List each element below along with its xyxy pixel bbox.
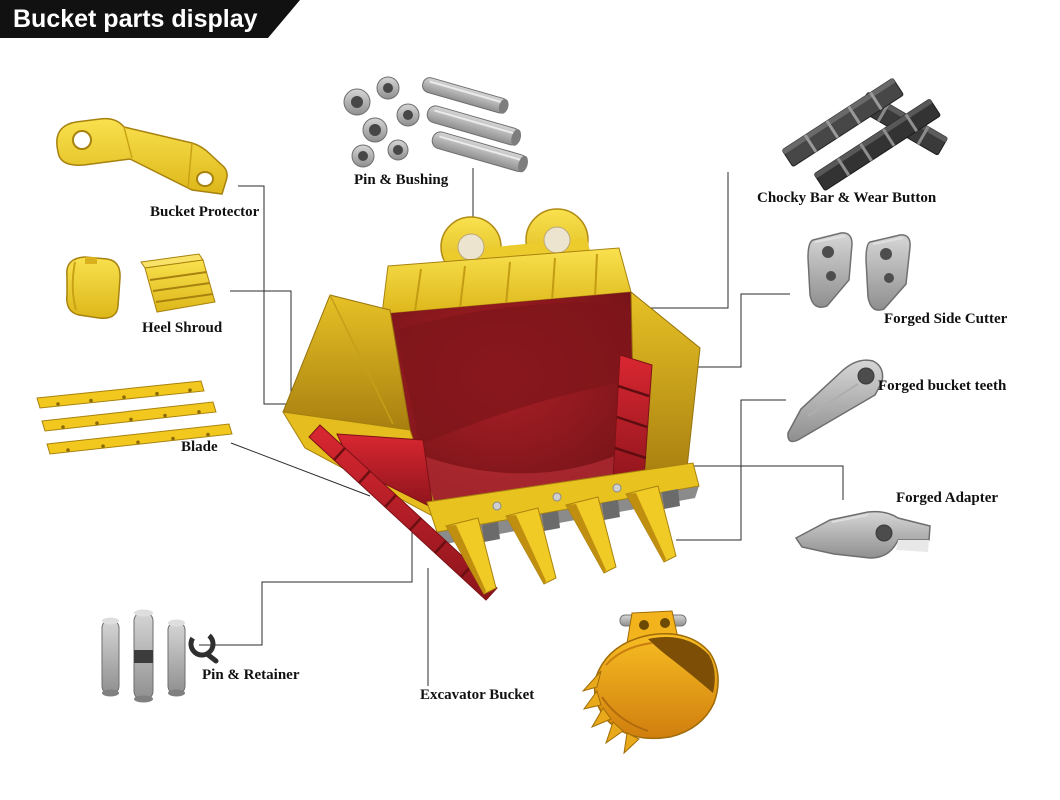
heel-shroud-image <box>66 253 216 319</box>
forged-bucket-teeth-label: Forged bucket teeth <box>878 378 1007 394</box>
mini-bucket-teeth <box>582 670 640 755</box>
connector-bucket-teeth <box>676 399 786 541</box>
pins <box>422 77 528 173</box>
connector-adapter <box>690 465 844 500</box>
mini-excavator-bucket-image <box>582 610 719 755</box>
page-title-banner: Bucket parts display <box>0 0 300 38</box>
forged-bucket-teeth-image <box>787 359 884 443</box>
connector-pin-retainer <box>199 522 413 646</box>
excavator-bucket-label: Excavator Bucket <box>420 687 535 703</box>
pin-retainer-image <box>101 609 219 703</box>
pin-retainer-label: Pin & Retainer <box>202 667 300 683</box>
chocky-bar-label: Chocky Bar & Wear Button <box>757 190 937 206</box>
page-title: Bucket parts display <box>13 5 258 33</box>
blade-label: Blade <box>181 439 218 455</box>
bucket-protector-label: Bucket Protector <box>150 204 260 220</box>
forged-side-cutter-label: Forged Side Cutter <box>884 311 1008 327</box>
excavator-bucket-image <box>282 208 701 601</box>
bushings <box>343 76 420 168</box>
forged-side-cutter-image <box>807 232 911 311</box>
bucket-protector-image <box>56 117 228 195</box>
forged-adapter-label: Forged Adapter <box>896 490 999 506</box>
pin-bushing-label: Pin & Bushing <box>354 172 449 188</box>
connector-blade <box>230 442 371 497</box>
bucket-teeth-row <box>445 485 677 595</box>
connector-chocky-bar <box>620 172 729 309</box>
forged-adapter-image <box>794 510 931 559</box>
blade-image <box>36 380 233 455</box>
chocky-bar-image <box>782 78 948 191</box>
heel-shroud-label: Heel Shroud <box>142 320 223 336</box>
retainer-clip <box>188 630 219 664</box>
pin-bushing-image <box>343 76 528 173</box>
